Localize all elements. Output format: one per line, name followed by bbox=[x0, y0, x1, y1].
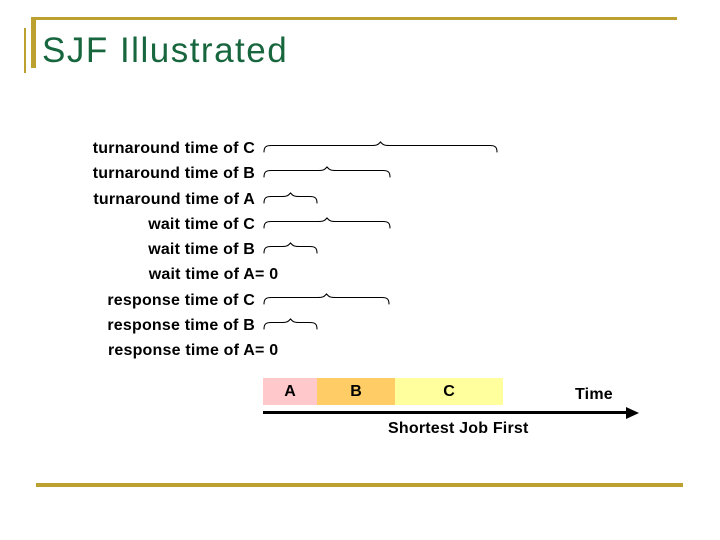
row-label: response time of C bbox=[107, 291, 255, 309]
row-response-time-of-a: response time of A = 0 bbox=[60, 341, 520, 366]
timeline-segment-b: B bbox=[317, 378, 395, 405]
page-title: SJF Illustrated bbox=[42, 31, 289, 70]
row-turnaround-time-of-c: turnaround time of C bbox=[60, 139, 520, 164]
row-response-time-of-b: response time of B bbox=[60, 316, 520, 341]
timeline-segment-c: C bbox=[395, 378, 503, 405]
wait-b-brace-icon bbox=[263, 241, 318, 254]
turnaround-b-brace-icon bbox=[263, 165, 391, 178]
row-label: wait time of A bbox=[148, 266, 255, 284]
metric-rows: turnaround time of C turnaround time of … bbox=[60, 139, 520, 367]
response-c-brace-icon bbox=[263, 292, 390, 305]
row-label: wait time of C bbox=[148, 215, 255, 233]
row-turnaround-time-of-a: turnaround time of A bbox=[60, 190, 520, 215]
turnaround-a-brace-icon bbox=[263, 191, 318, 204]
row-response-time-of-c: response time of C bbox=[60, 291, 520, 316]
time-axis-line bbox=[263, 411, 628, 414]
timeline-segment-a: A bbox=[263, 378, 317, 405]
response-b-brace-icon bbox=[263, 317, 318, 330]
row-turnaround-time-of-b: turnaround time of B bbox=[60, 164, 520, 189]
left-accent-line bbox=[24, 28, 26, 73]
row-wait-time-of-a: wait time of A = 0 bbox=[60, 265, 520, 290]
row-label: turnaround time of C bbox=[92, 140, 255, 157]
row-label: turnaround time of B bbox=[92, 165, 255, 183]
row-label: wait time of B bbox=[148, 241, 255, 259]
left-accent-bar bbox=[31, 17, 36, 68]
row-wait-time-of-c: wait time of C bbox=[60, 215, 520, 240]
row-wait-time-of-b: wait time of B bbox=[60, 240, 520, 265]
turnaround-c-brace-icon bbox=[263, 140, 498, 153]
row-label: response time of B bbox=[107, 317, 255, 335]
row-label: response time of A bbox=[107, 342, 255, 360]
row-suffix: = 0 bbox=[255, 266, 279, 284]
time-axis-label: Time bbox=[575, 386, 613, 403]
timeline-caption: Shortest Job First bbox=[388, 420, 529, 437]
time-axis-arrowhead-icon bbox=[626, 406, 639, 419]
top-rule bbox=[31, 17, 677, 20]
wait-c-brace-icon bbox=[263, 216, 391, 229]
row-label: turnaround time of A bbox=[93, 190, 255, 208]
row-suffix: = 0 bbox=[255, 342, 279, 360]
bottom-rule bbox=[36, 483, 683, 487]
